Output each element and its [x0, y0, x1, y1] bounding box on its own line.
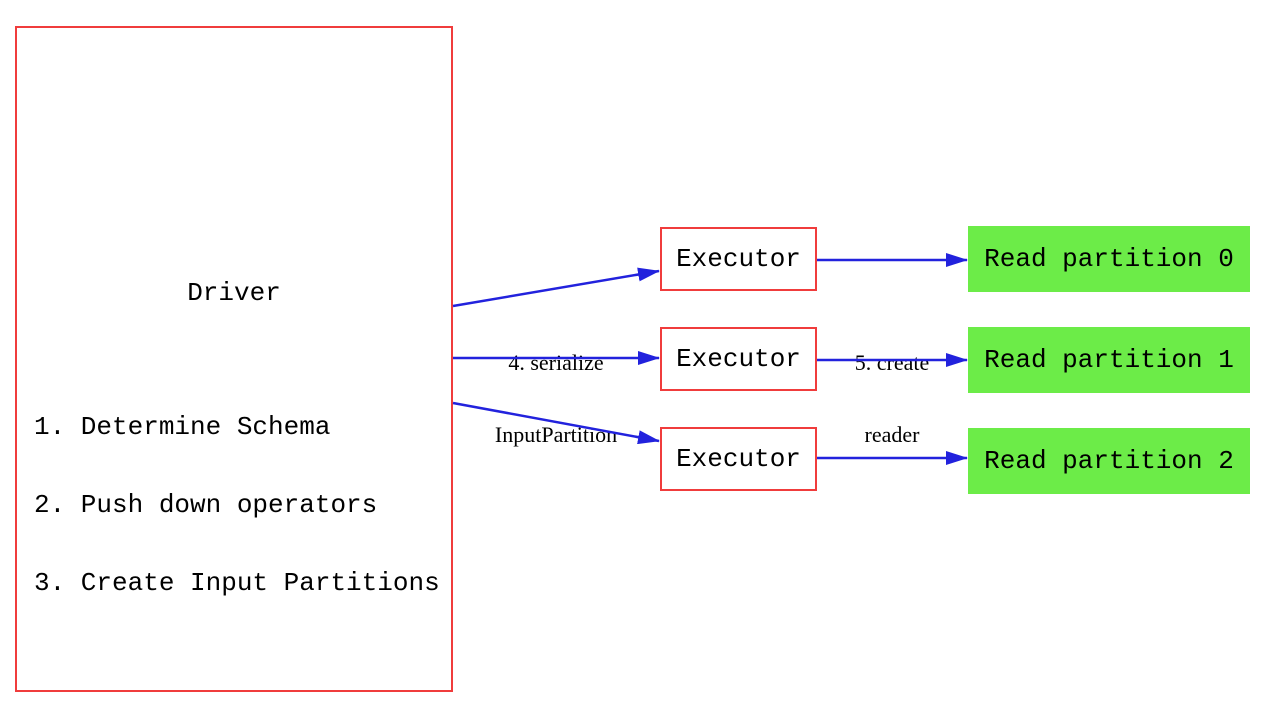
executor-node-3: Executor [660, 427, 817, 491]
executor-3-label: Executor [676, 444, 801, 474]
read-partition-node-0: Read partition 0 [968, 226, 1250, 292]
edge-label-serialize-line1: 4. serialize [508, 350, 604, 375]
edge-label-create-reader: 5. create reader [812, 303, 972, 495]
read-partition-0-label: Read partition 0 [984, 244, 1234, 274]
executor-2-label: Executor [676, 344, 801, 374]
edge-label-serialize-line2: InputPartition [494, 422, 618, 447]
edge-label-reader-line2: reader [864, 422, 920, 447]
read-partition-1-label: Read partition 1 [984, 345, 1234, 375]
driver-steps-list: 1. Determine Schema 2. Push down operato… [34, 362, 440, 648]
executor-1-label: Executor [676, 244, 801, 274]
driver-step-2: 2. Push down operators [34, 490, 378, 520]
read-partition-node-2: Read partition 2 [968, 428, 1250, 494]
read-partition-node-1: Read partition 1 [968, 327, 1250, 393]
edge-label-serialize-inputpartition: 4. serialize InputPartition [456, 303, 656, 495]
executor-node-1: Executor [660, 227, 817, 291]
edge-label-reader-line1: 5. create [854, 350, 930, 375]
read-partition-2-label: Read partition 2 [984, 446, 1234, 476]
executor-node-2: Executor [660, 327, 817, 391]
driver-title: Driver [187, 278, 281, 308]
arrow-driver-to-executor-1 [452, 267, 660, 308]
driver-node: Driver 1. Determine Schema 2. Push down … [15, 26, 453, 692]
driver-step-1: 1. Determine Schema [34, 412, 331, 442]
driver-step-3: 3. Create Input Partitions [34, 568, 440, 598]
